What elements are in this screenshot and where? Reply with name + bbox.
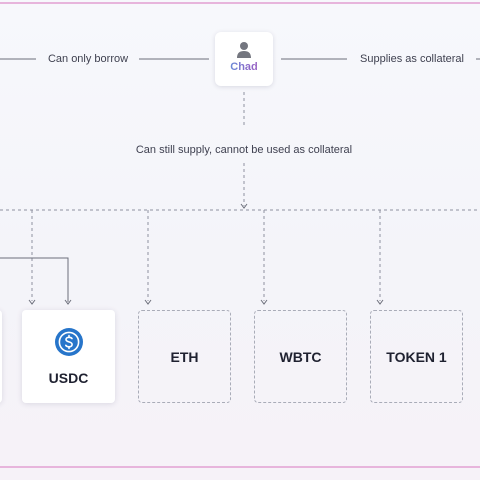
drop-arrow-left bbox=[28, 299, 36, 305]
asset-label-usdc: USDC bbox=[48, 370, 89, 386]
frame-top-border bbox=[0, 2, 480, 4]
collateral-edge-label: Supplies as collateral bbox=[360, 53, 464, 65]
drop-arrow-token1 bbox=[376, 299, 384, 305]
asset-card-token1: TOKEN 1 bbox=[370, 310, 463, 403]
user-name: Chad bbox=[215, 60, 273, 74]
asset-card-usdc: USDC bbox=[22, 310, 115, 403]
asset-label-token1: TOKEN 1 bbox=[386, 349, 447, 365]
supply-edge-label: Can still supply, cannot be used as coll… bbox=[135, 144, 353, 156]
offscreen-asset-card bbox=[0, 310, 2, 403]
supply-edge-arrowhead bbox=[240, 203, 248, 209]
borrow-path-to-usdc bbox=[0, 257, 69, 302]
user-node-chad: Chad bbox=[215, 32, 273, 86]
drop-arrow-wbtc bbox=[260, 299, 268, 305]
asset-card-wbtc: WBTC bbox=[254, 310, 347, 403]
borrow-arrow-usdc bbox=[64, 299, 72, 305]
asset-label-eth: ETH bbox=[170, 349, 199, 365]
usdc-icon bbox=[55, 328, 83, 356]
user-icon bbox=[237, 42, 251, 58]
asset-label-wbtc: WBTC bbox=[279, 349, 322, 365]
drop-arrow-eth bbox=[144, 299, 152, 305]
asset-card-eth: ETH bbox=[138, 310, 231, 403]
borrow-edge-label: Can only borrow bbox=[47, 53, 129, 65]
frame-bottom-border bbox=[0, 466, 480, 468]
